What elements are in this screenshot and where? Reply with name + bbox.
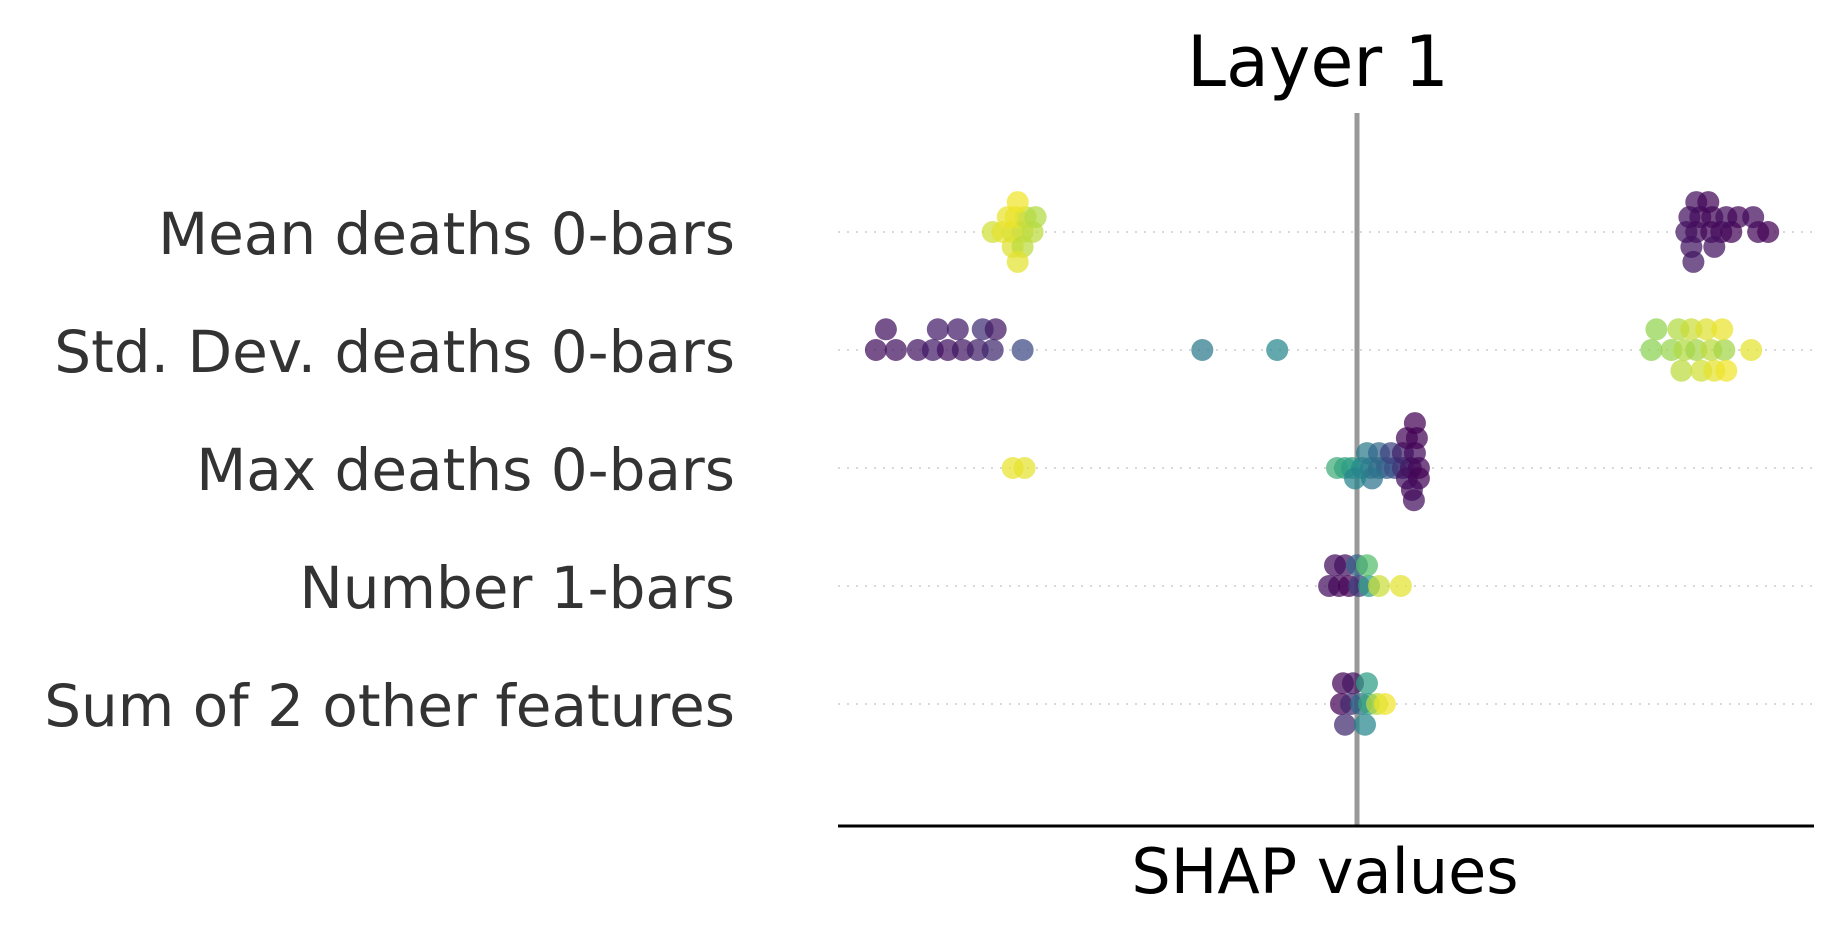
data-point: [1373, 693, 1396, 715]
data-point: [1368, 575, 1390, 597]
data-point: [1713, 339, 1736, 361]
data-point: [1740, 339, 1763, 361]
data-point: [1403, 412, 1426, 435]
chart-title: Layer 1: [1187, 21, 1449, 103]
data-point: [1356, 554, 1378, 577]
feature-label: Std. Dev. deaths 0-bars: [54, 318, 735, 386]
data-point: [1334, 713, 1356, 736]
data-point: [1640, 339, 1663, 361]
data-point: [1006, 250, 1029, 273]
data-point: [1013, 457, 1036, 479]
data-point: [1645, 318, 1668, 341]
data-point: [1006, 191, 1029, 214]
data-points: [864, 191, 1780, 736]
data-point: [984, 318, 1007, 341]
data-point: [1703, 235, 1726, 258]
feature-label: Mean deaths 0-bars: [158, 200, 735, 268]
data-point: [864, 339, 887, 361]
data-point: [1024, 206, 1047, 229]
data-point: [1695, 318, 1718, 341]
data-point: [1361, 467, 1383, 490]
feature-label: Max deaths 0-bars: [196, 436, 735, 504]
data-point: [1354, 713, 1376, 736]
data-point: [874, 318, 897, 341]
data-point: [1266, 339, 1289, 361]
data-point: [1402, 489, 1425, 512]
data-point: [1742, 206, 1765, 229]
feature-label: Number 1-bars: [299, 554, 735, 622]
data-point: [1356, 672, 1378, 695]
data-point: [1757, 221, 1780, 243]
data-point: [1682, 250, 1705, 273]
data-point: [1670, 359, 1693, 382]
data-point: [1711, 318, 1734, 341]
data-point: [1389, 575, 1412, 597]
feature-label: Sum of 2 other features: [44, 672, 735, 740]
data-point: [1191, 339, 1214, 361]
data-point: [1715, 359, 1738, 382]
data-point: [1011, 339, 1034, 361]
data-point: [946, 318, 969, 341]
data-point: [1344, 467, 1366, 490]
x-axis-label: SHAP values: [1131, 835, 1518, 908]
data-point: [981, 339, 1004, 361]
data-point: [926, 318, 949, 341]
data-point: [1697, 191, 1720, 214]
data-point: [884, 339, 907, 361]
